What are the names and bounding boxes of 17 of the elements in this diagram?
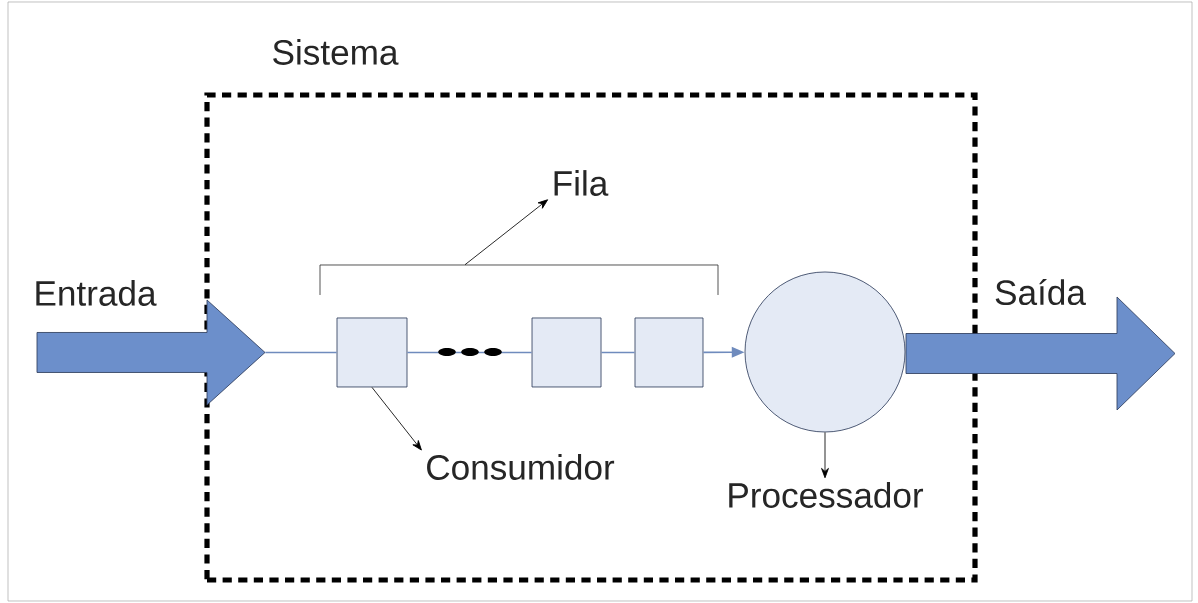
leader-line xyxy=(371,386,422,451)
queue-box xyxy=(531,317,602,388)
connector-line xyxy=(600,351,636,354)
text-label: Processador xyxy=(729,482,924,508)
leader-line xyxy=(464,199,549,266)
connector-line xyxy=(264,351,338,354)
bracket xyxy=(319,264,719,296)
box-heading: Sistema xyxy=(273,39,399,65)
arrow-label: Saída xyxy=(995,278,1086,306)
processor-circle xyxy=(744,271,906,433)
queue-box xyxy=(336,317,408,388)
text-label: Consumidor xyxy=(427,454,615,480)
connector-line xyxy=(406,351,533,354)
leader-line xyxy=(821,432,829,479)
text-label: Fila xyxy=(554,170,609,196)
arrow-label: Entrada xyxy=(36,280,157,306)
queue-box xyxy=(634,317,704,388)
